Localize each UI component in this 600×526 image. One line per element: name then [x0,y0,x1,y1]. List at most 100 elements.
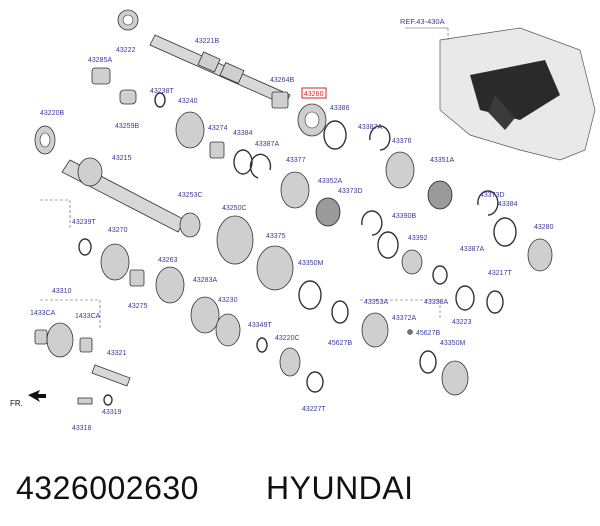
highlight-box [301,87,327,99]
gear-43392 [401,249,423,275]
shift-lever-43321 [91,364,131,387]
needle-bearing-43274 [209,141,225,159]
sleeve-43377 [280,171,310,209]
gear-43310 [46,322,74,358]
pin-43372A [407,329,413,335]
part-label: 45627B [328,340,352,347]
bearing-43285A [91,67,111,85]
ring-43217T [486,290,504,314]
front-label: FR. [10,399,23,408]
highlighted-part-label: 43260 [304,91,324,98]
spacer-43253C [179,212,201,238]
part-label: 1433CA [30,310,56,317]
reference-label: REF.43-430A [400,17,445,26]
part-label: 43319 [102,409,122,416]
part-label: 43387A [255,141,279,148]
part-label: 43318 [72,425,92,432]
washer-43319 [103,394,113,406]
part-label: 43263 [158,257,178,264]
part-label: 43285A [88,57,112,64]
part-label: 43377 [286,157,306,164]
part-label: 43250C [222,205,247,212]
gear-43230 [215,313,241,347]
part-label: 45627B [416,330,440,337]
part-label: 43283A [193,277,217,284]
part-label: 43274 [208,125,228,132]
part-label: 43230 [218,297,238,304]
output-shaft [61,157,186,233]
caption: 4326002630 HYUNDAI [8,470,592,514]
gear-43263 [155,266,185,304]
ring-45627B [331,300,349,324]
ring-43384 [233,149,253,175]
part-label: 43392 [408,235,428,242]
part-number: 4326002630 [16,470,199,506]
part-label: 43239T [72,219,96,226]
part-label: 43352A [318,178,342,185]
part-label: 43275 [128,303,148,310]
hub-43352A [315,197,341,227]
part-label: 43280 [534,224,554,231]
input-shaft [149,34,291,106]
part-label: 43376 [392,138,412,145]
ring-45627B-right [419,350,437,374]
part-label: 43270 [108,227,128,234]
transmission-housing-illustration [405,27,596,161]
part-label: 43351A [430,157,454,164]
part-label: 43259B [115,123,139,130]
part-label: 43221B [195,38,219,45]
brand-name: HYUNDAI [266,470,414,506]
ring-43223 [455,285,475,311]
part-label: 43240 [178,98,198,105]
front-direction-marker [28,390,46,402]
part-label: 43264B [270,77,294,84]
part-label: 43338A [424,299,448,306]
part-labels: 43222 43221B 43285A 43264B 43238T 43240 … [30,38,554,432]
gear-43250C [216,215,254,265]
gear-43353A [361,312,389,348]
snap-ring-43387A-2 [369,125,391,151]
part-label: 43321 [107,350,127,357]
hub-43351A [427,180,453,210]
ring-43338A [432,265,448,285]
part-label: 43227T [302,406,326,413]
ring-43384-right [493,217,517,247]
gear-43350M-right [441,360,469,396]
part-label: 43384 [233,130,253,137]
part-label: 43253C [178,192,203,199]
part-label: 43387A [460,246,484,253]
gear-43270 [100,243,130,281]
part-label: 43373D [480,192,505,199]
bearing-43264B [271,91,289,109]
gear-43240 [175,111,205,149]
part-label: 43222 [116,47,136,54]
ring-43227T [306,371,324,393]
part-label: 43220B [40,110,64,117]
ring-43386 [323,120,347,150]
part-label: 43387A [358,124,382,131]
ring-43390B [377,231,399,259]
bearing-43275 [129,269,145,287]
part-label: 43350M [298,260,323,267]
bushing-43259B [119,89,137,105]
part-label: 43386 [330,105,350,112]
bearing-1433CA-right [79,337,93,353]
part-label: 43375 [266,233,286,240]
part-label: 43353A [364,299,388,306]
part-label: 43373D [338,188,363,195]
snap-ring-43239T [78,238,92,256]
bolt-43318 [77,397,93,405]
part-label: 43372A [392,315,416,322]
gear-43280 [527,238,553,272]
exploded-parts-diagram: REF.43-430A [10,9,596,432]
sleeve-43376 [385,151,415,189]
part-label: 43390B [392,213,416,220]
snap-ring-43387A-4 [361,210,383,236]
gear-43375 [256,245,294,291]
bearing-43220C [279,347,301,377]
part-label: 43238T [150,88,174,95]
part-label: 43220C [275,335,300,342]
part-label: 43223 [452,319,472,326]
part-label: 43217T [488,270,512,277]
part-label: 43310 [52,288,72,295]
